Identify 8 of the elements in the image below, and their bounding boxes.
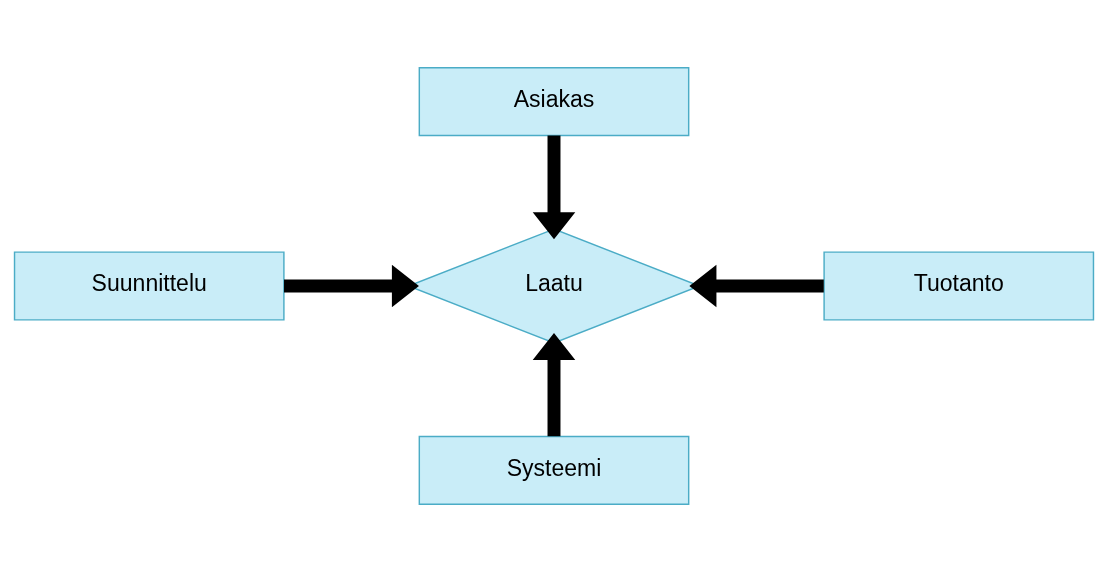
node-box: Tuotanto	[823, 251, 1095, 321]
arrow	[284, 264, 419, 308]
node-box: Suunnittelu	[13, 251, 285, 321]
node-box: Systeemi	[418, 435, 690, 505]
arrow	[532, 135, 576, 240]
arrow	[689, 264, 824, 308]
arrow	[532, 332, 576, 437]
node-box: Asiakas	[418, 67, 690, 137]
